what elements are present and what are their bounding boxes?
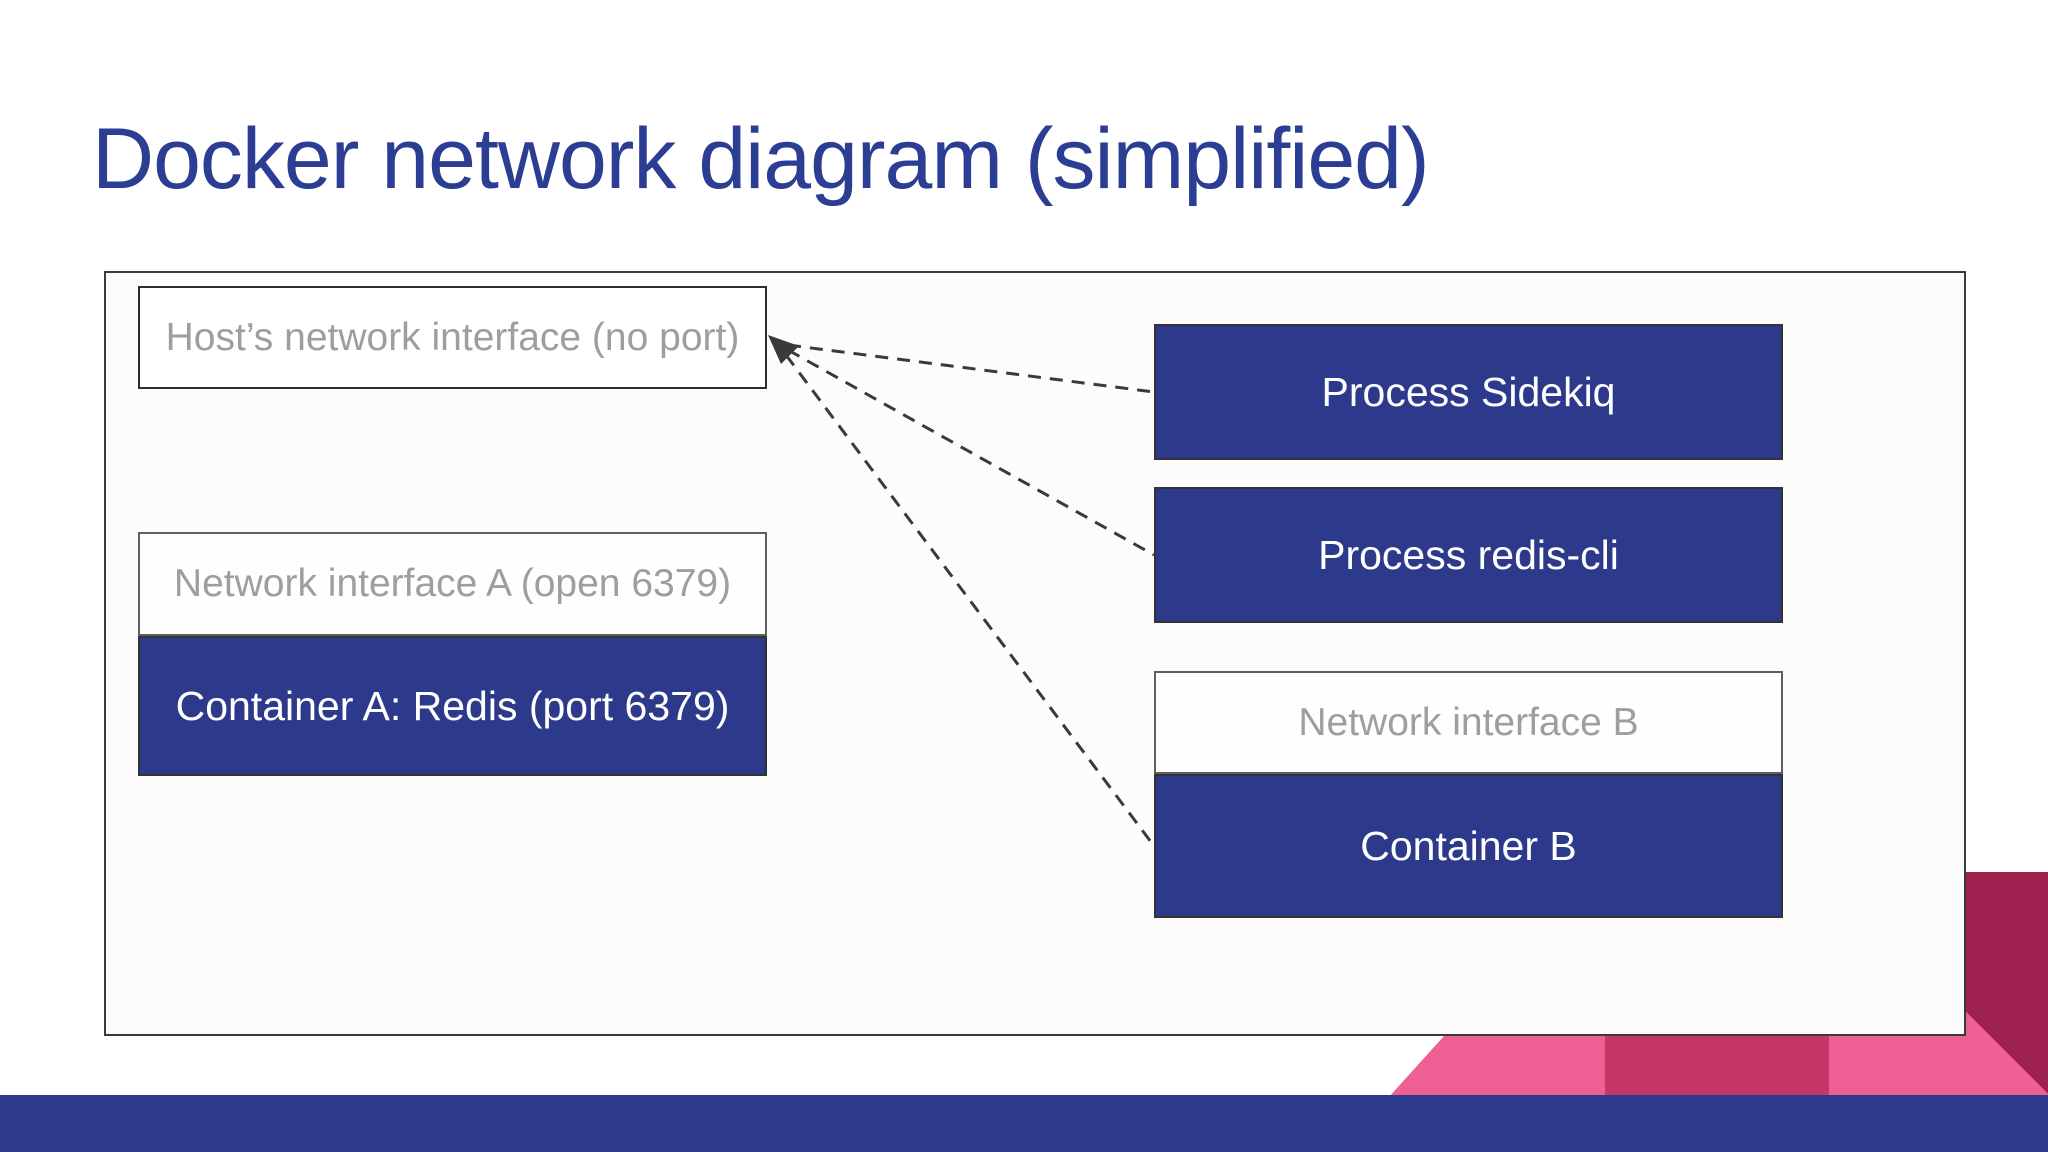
container-b-box: Container B: [1154, 774, 1783, 918]
network-interface-a-label: Network interface A (open 6379): [173, 562, 732, 605]
maroon-corner-shape: [1966, 872, 2048, 1094]
container-a-label: Container A: Redis (port 6379): [175, 682, 730, 729]
process-sidekiq-box: Process Sidekiq: [1154, 324, 1783, 460]
process-redis-cli-label: Process redis-cli: [1318, 531, 1619, 578]
page-title: Docker network diagram (simplified): [92, 111, 1430, 207]
network-interface-b-label: Network interface B: [1298, 700, 1639, 744]
network-interface-a-box: Network interface A (open 6379): [138, 532, 767, 636]
process-redis-cli-box: Process redis-cli: [1154, 487, 1783, 623]
rose-stripe-shape: [1605, 1036, 1829, 1098]
host-network-interface-label: Host’s network interface (no port): [165, 315, 740, 359]
container-b-label: Container B: [1360, 822, 1577, 869]
container-a-box: Container A: Redis (port 6379): [138, 636, 767, 776]
bottom-bar: [0, 1095, 2048, 1152]
network-interface-b-box: Network interface B: [1154, 671, 1783, 774]
host-network-interface-box: Host’s network interface (no port): [138, 286, 767, 389]
process-sidekiq-label: Process Sidekiq: [1321, 368, 1616, 415]
